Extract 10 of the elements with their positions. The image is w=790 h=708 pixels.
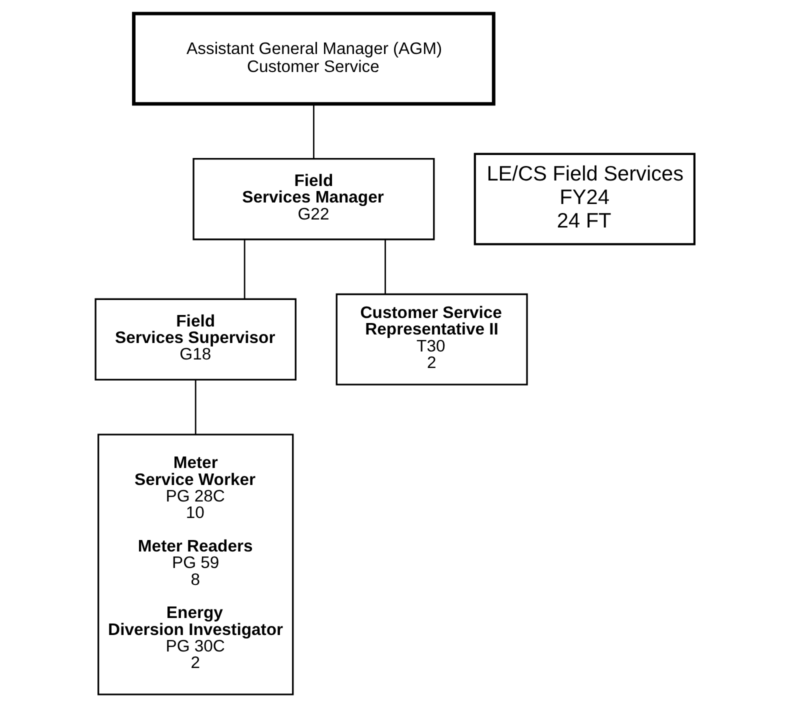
node-box: Customer Service Representative II T30 2 (336, 293, 528, 386)
connector (194, 380, 196, 434)
node-box: Assistant General Manager (AGM) Customer Service (132, 12, 496, 106)
node-box: LE/CS Field Services FY24 24 FT (474, 152, 696, 246)
node-box: Field Services Manager G22 (192, 158, 435, 240)
connector (244, 240, 246, 299)
connector (384, 240, 386, 294)
node-box: Field Services Supervisor G18 (94, 298, 296, 381)
connector (313, 104, 314, 159)
node-box: Meter Service Worker PG 28C 10 Meter Readers PG 59 8 Energy Diversion Investigator PG 30C 2 (98, 434, 294, 696)
